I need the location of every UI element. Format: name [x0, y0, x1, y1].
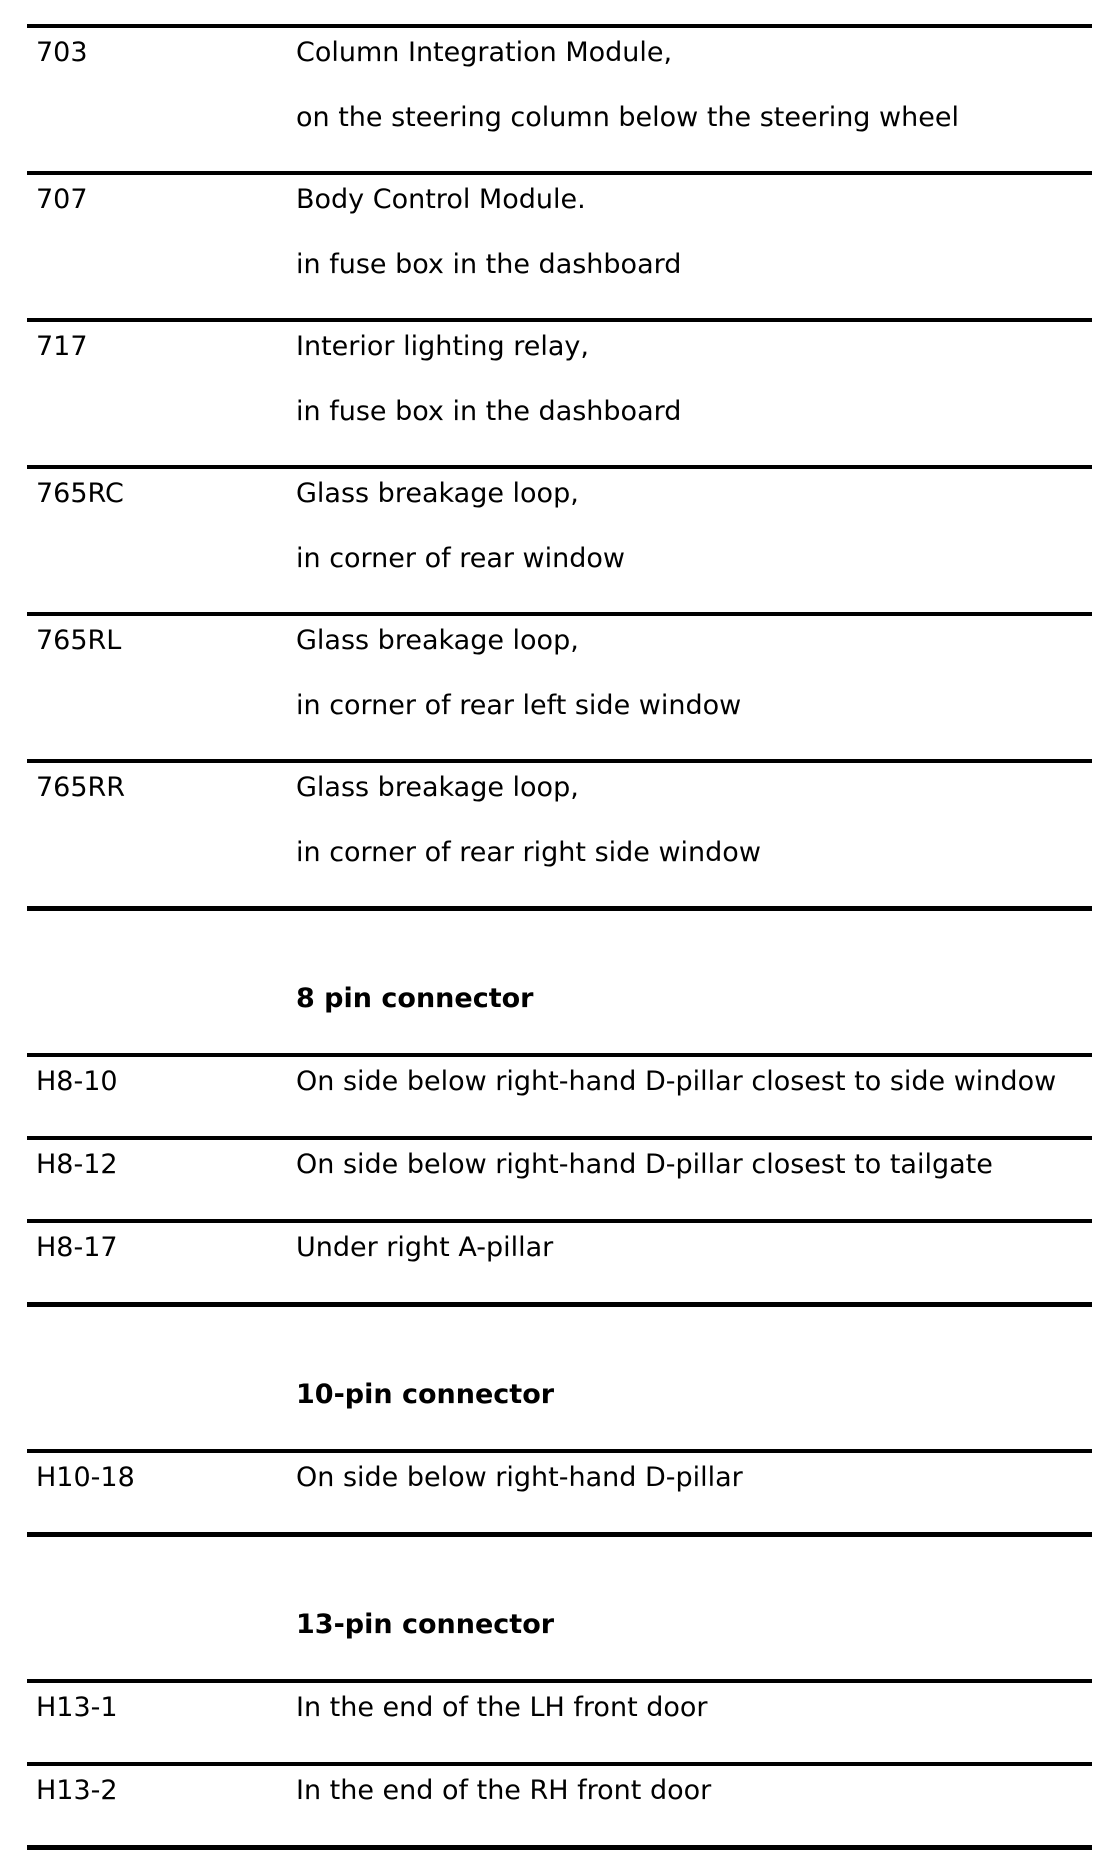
component-description-line1: Glass breakage loop, — [296, 772, 579, 803]
component-description: Glass breakage loop, in corner of rear w… — [296, 478, 1092, 574]
component-description-line1: Interior lighting relay, — [296, 331, 589, 362]
connector-code: H8-10 — [36, 1066, 118, 1097]
connector-code: H8-12 — [36, 1149, 118, 1180]
table-row-h10-18: H10-18 On side below right-hand D-pillar — [27, 1453, 1092, 1537]
table-row-765rr: 765RR Glass breakage loop, in corner of … — [27, 763, 1092, 911]
component-description-line2: in corner of rear left side window — [296, 690, 742, 721]
component-code: 765RC — [36, 478, 124, 509]
component-description-line2: in corner of rear window — [296, 543, 625, 574]
connector-location: On side below right-hand D-pillar — [296, 1462, 743, 1493]
component-description: Glass breakage loop, in corner of rear r… — [296, 772, 1092, 868]
component-description-line2: in corner of rear right side window — [296, 837, 761, 868]
table-row-h8-17: H8-17 Under right A-pillar — [27, 1223, 1092, 1307]
connector-code: H8-17 — [36, 1232, 118, 1263]
table-row-h8-10: H8-10 On side below right-hand D-pillar … — [27, 1057, 1092, 1140]
component-description-line2: on the steering column below the steerin… — [296, 102, 959, 133]
component-description-line1: Body Control Module. — [296, 184, 586, 215]
component-code: 765RL — [36, 625, 122, 656]
component-code: 717 — [36, 331, 88, 362]
table-row-765rc: 765RC Glass breakage loop, in corner of … — [27, 469, 1092, 616]
section-heading-13pin: 13-pin connector — [296, 1609, 555, 1640]
table-row-h13-2: H13-2 In the end of the RH front door — [27, 1766, 1092, 1850]
table-row-765rl: 765RL Glass breakage loop, in corner of … — [27, 616, 1092, 763]
component-description-line2: in fuse box in the dashboard — [296, 249, 682, 280]
component-location-table: 703 Column Integration Module, on the st… — [27, 24, 1092, 1850]
component-description-line1: Glass breakage loop, — [296, 478, 579, 509]
table-row-h13-1: H13-1 In the end of the LH front door — [27, 1683, 1092, 1766]
table-row-707: 707 Body Control Module. in fuse box in … — [27, 175, 1092, 322]
component-code: 707 — [36, 184, 88, 215]
connector-location: Under right A-pillar — [296, 1232, 554, 1263]
table-row-h8-12: H8-12 On side below right-hand D-pillar … — [27, 1140, 1092, 1223]
connector-code: H13-2 — [36, 1775, 118, 1806]
connector-location: On side below right-hand D-pillar closes… — [296, 1066, 1057, 1097]
section-heading-8pin: 8 pin connector — [296, 983, 534, 1014]
component-description: Body Control Module. in fuse box in the … — [296, 184, 1092, 280]
section-heading-block-10pin: 10-pin connector — [27, 1307, 1092, 1453]
section-heading-block-8pin: 8 pin connector — [27, 911, 1092, 1057]
component-description: Interior lighting relay, in fuse box in … — [296, 331, 1092, 427]
component-description-line2: in fuse box in the dashboard — [296, 396, 682, 427]
connector-location: In the end of the LH front door — [296, 1692, 708, 1723]
connector-code: H13-1 — [36, 1692, 118, 1723]
section-heading-10pin: 10-pin connector — [296, 1379, 555, 1410]
connector-code: H10-18 — [36, 1462, 135, 1493]
component-code: 765RR — [36, 772, 126, 803]
component-description-line1: Glass breakage loop, — [296, 625, 579, 656]
component-description: Glass breakage loop, in corner of rear l… — [296, 625, 1092, 721]
component-code: 703 — [36, 37, 88, 68]
table-row-703: 703 Column Integration Module, on the st… — [27, 28, 1092, 175]
connector-location: On side below right-hand D-pillar closes… — [296, 1149, 993, 1180]
table-row-717: 717 Interior lighting relay, in fuse box… — [27, 322, 1092, 469]
section-heading-block-13pin: 13-pin connector — [27, 1537, 1092, 1683]
component-description-line1: Column Integration Module, — [296, 37, 673, 68]
connector-location: In the end of the RH front door — [296, 1775, 712, 1806]
component-description: Column Integration Module, on the steeri… — [296, 37, 1092, 133]
